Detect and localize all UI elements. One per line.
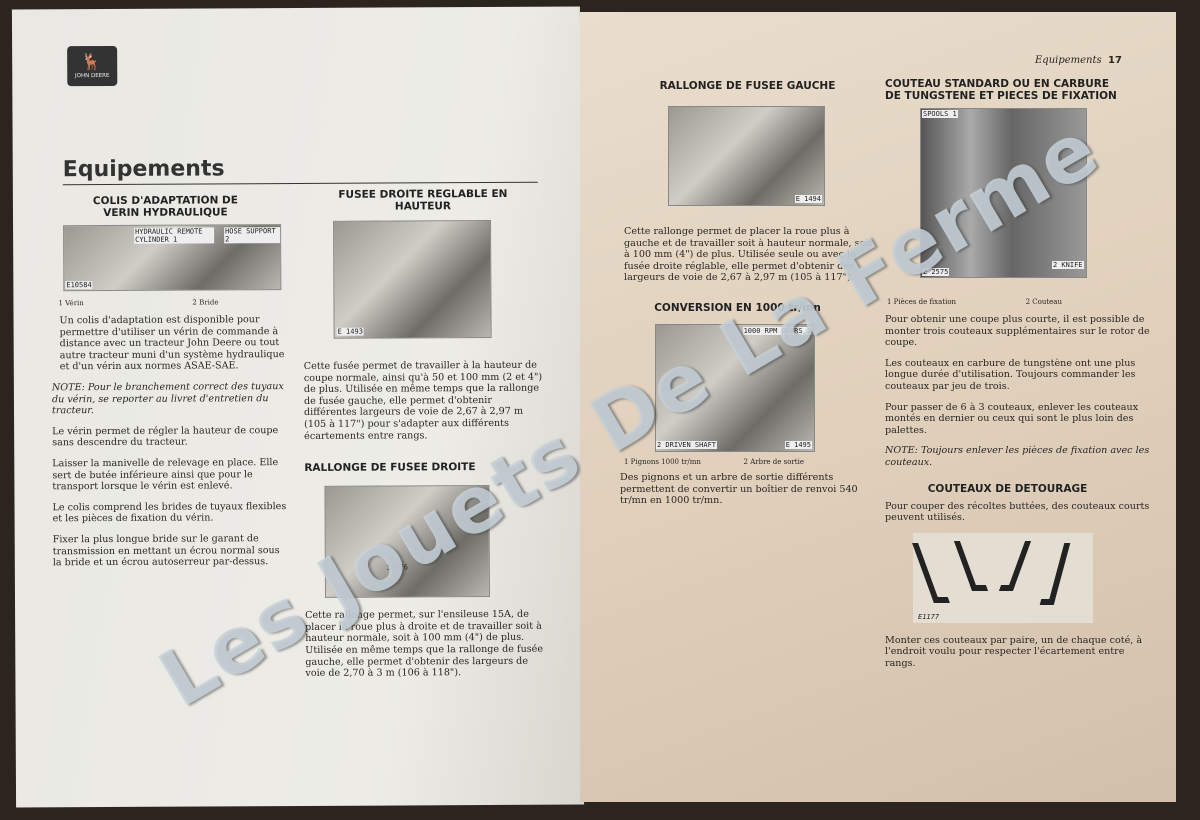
knife-icon (912, 542, 950, 603)
photo-conversion-gears: 1000 RPM GEARS 1 2 DRIVEN SHAFT E 1495 (655, 323, 815, 452)
photo-rallonge-gauche: E 1494 (668, 106, 825, 206)
knife-icon (953, 540, 989, 591)
section-couteau-standard: COUTEAU STANDARD OU EN CARBURE DE TUNGST… (885, 78, 1150, 669)
photo-couteau-rotor: SPOOLS 1 2 KNIFE E 2575 (920, 108, 1087, 278)
photo-couteaux-detourage: E1177 (912, 532, 1093, 623)
photo-hydraulic-cylinder: HYDRAULIC REMOTE CYLINDER 1 HOSE SUPPORT… (63, 224, 282, 292)
page-title: Equipements (62, 156, 225, 183)
left-page: 🦌 JOHN DEERE Equipements COLIS D'ADAPTAT… (11, 6, 585, 808)
john-deere-logo: 🦌 JOHN DEERE (67, 45, 118, 87)
section-colis: COLIS D'ADAPTATION DE VERIN HYDRAULIQUE … (51, 194, 287, 569)
running-head: Equipements 17 (1035, 55, 1122, 66)
page-number: 17 (1108, 55, 1122, 66)
photo-fusee-droite: E 1493 (333, 219, 492, 339)
knife-icon (1039, 542, 1071, 605)
right-page: Equipements 17 RALLONGE DE FUSEE GAUCHE … (580, 12, 1176, 802)
section-rallonge-gauche: RALLONGE DE FUSEE GAUCHE E 1494 Cette ra… (620, 80, 873, 507)
knife-icon (998, 540, 1032, 591)
title-rule (62, 181, 538, 186)
deer-icon: 🦌 (81, 52, 102, 72)
